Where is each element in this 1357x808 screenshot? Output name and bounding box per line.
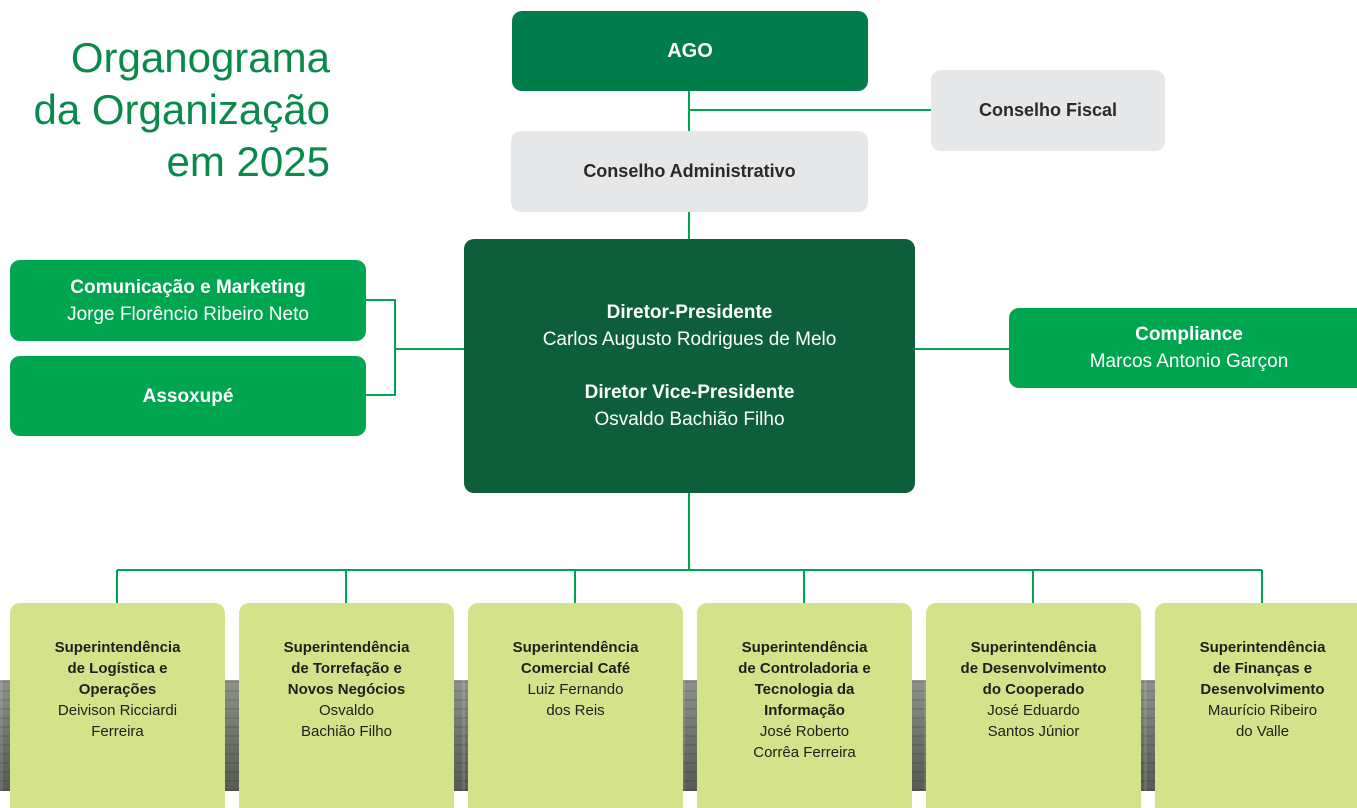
superintendencia-role: Tecnologia da	[754, 681, 855, 698]
superintendencia-role: de Finanças e	[1212, 660, 1313, 677]
superintendencia-role: Superintendência	[512, 639, 639, 656]
superintendencia-role: Novos Negócios	[287, 681, 406, 698]
superintendencia-role: de Torrefação e	[291, 660, 402, 677]
superintendencia-box: Superintendência de Desenvolvimento do Coo…	[926, 603, 1141, 808]
superintendente-name: Corrêa Ferreira	[753, 744, 856, 761]
conselho-fiscal-box: Conselho Fiscal	[931, 70, 1165, 151]
superintendente-name: Luiz Fernando	[527, 681, 624, 698]
assoxupe-box: Assoxupé	[10, 356, 366, 436]
superintendente-name: Osvaldo	[318, 702, 375, 719]
superintendencia-role: de Logística e	[67, 660, 168, 677]
superintendencia-role: Informação	[764, 702, 845, 719]
connector-lines	[116, 91, 1263, 603]
superintendente-name: dos Reis	[546, 702, 605, 719]
vice-name: Osvaldo Bachião Filho	[594, 409, 785, 430]
compliance-name: Marcos Antonio Garçon	[1089, 351, 1289, 372]
vice-role: Diretor Vice-Presidente	[584, 382, 795, 403]
title-line-1: Organograma	[70, 34, 330, 81]
superintendencia-role: Superintendência	[970, 639, 1097, 656]
compliance-role: Compliance	[1135, 324, 1243, 345]
superintendencia-role: de Desenvolvimento	[960, 660, 1107, 677]
superintendencia-role: Superintendência	[1199, 639, 1326, 656]
ago-label: AGO	[667, 39, 713, 62]
diretoria-box: Diretor-Presidente Carlos Augusto Rodrig…	[464, 239, 915, 493]
line-left-bracket	[366, 299, 396, 396]
conselho-fiscal-label: Conselho Fiscal	[978, 100, 1118, 120]
compliance-box: Compliance Marcos Antonio Garçon	[1009, 308, 1357, 388]
superintendente-name: Maurício Ribeiro	[1207, 702, 1318, 719]
superintendente-name: Ferreira	[91, 723, 144, 740]
superintendente-name: José Roberto	[759, 723, 850, 740]
presidente-name: Carlos Augusto Rodrigues de Melo	[542, 329, 837, 350]
superintendencia-box: Superintendência de Torrefação e Novos Neg…	[239, 603, 454, 808]
superintendente-name: Deivison Ricciardi	[57, 702, 178, 719]
superintendencia-role: Superintendência	[283, 639, 410, 656]
superintendente-name: Santos Júnior	[987, 723, 1080, 740]
superintendencia-role: Superintendência	[741, 639, 868, 656]
superintendencia-role: Comercial Café	[520, 660, 631, 677]
superintendencia-role: Operações	[78, 681, 157, 698]
presidente-role: Diretor-Presidente	[606, 302, 773, 323]
page-title: Organograma da Organização em 2025	[30, 32, 330, 188]
title-line-3: em 2025	[166, 138, 330, 185]
superintendente-name: do Valle	[1235, 723, 1290, 740]
superintendente-name: Bachião Filho	[301, 723, 392, 740]
superintendencia-box: Superintendência de Finanças e Desenvolvim…	[1155, 603, 1357, 808]
title-line-2: da Organização	[33, 86, 330, 133]
ago-box: AGO	[512, 11, 868, 91]
superintendencia-role: Superintendência	[54, 639, 181, 656]
superintendente-name: José Eduardo	[987, 702, 1080, 719]
superintendencia-box: Superintendência de Controladoria e Tecnol…	[697, 603, 912, 808]
comunicacao-name: Jorge Florêncio Ribeiro Neto	[67, 303, 309, 325]
conselho-administrativo-box: Conselho Administrativo	[511, 131, 868, 212]
comunicacao-marketing-box: Comunicação e Marketing Jorge Florêncio …	[10, 260, 366, 341]
superintendencia-role: Desenvolvimento	[1200, 681, 1325, 698]
superintendencia-role: do Cooperado	[982, 681, 1085, 698]
comunicacao-role: Comunicação e Marketing	[70, 276, 306, 298]
assoxupe-label: Assoxupé	[142, 385, 234, 407]
conselho-administrativo-label: Conselho Administrativo	[583, 161, 796, 181]
superintendencia-role: de Controladoria e	[738, 660, 871, 677]
